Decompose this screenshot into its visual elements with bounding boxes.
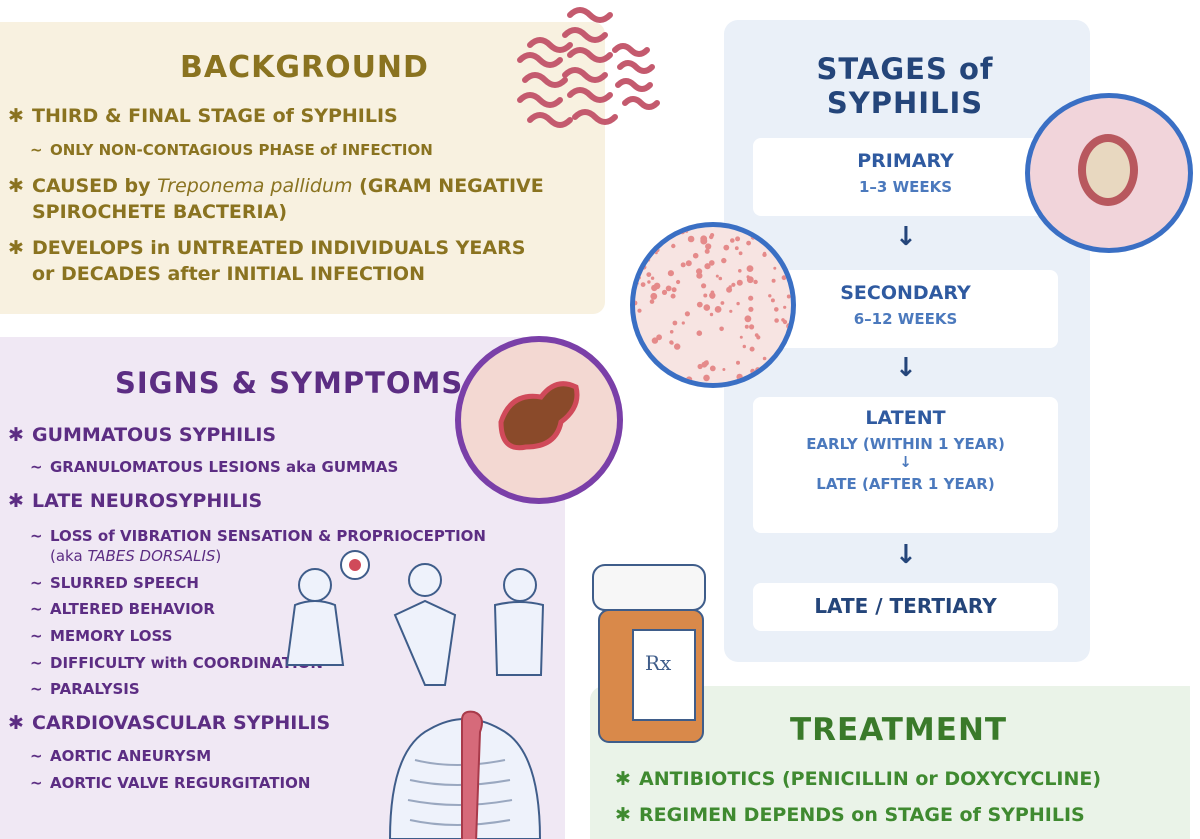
asterisk-icon: ✱ <box>615 768 631 790</box>
asterisk-icon: ✱ <box>8 424 24 446</box>
signs-group-2-sub-1: ~LOSS of VIBRATION SENSATION & PROPRIOCE… <box>30 527 486 545</box>
down-arrow-icon: ↓ <box>895 222 917 252</box>
signs-group-3-sub-2: ~AORTIC VALVE REGURGITATION <box>30 774 311 792</box>
chest-aorta-illustration <box>388 710 542 839</box>
signs-group-1-sub-1: ~GRANULOMATOUS LESIONS aka GUMMAS <box>30 458 399 476</box>
signs-group-2: ✱LATE NEUROSYPHILIS <box>8 490 263 512</box>
background-heading: BACKGROUND <box>180 50 429 85</box>
signs-group-3-sub-1: ~AORTIC ANEURYSM <box>30 747 212 765</box>
pill-bottle-illustration: Rx <box>592 564 706 743</box>
asterisk-icon: ✱ <box>8 712 24 734</box>
background-item-2: ✱CAUSED by Treponema pallidum (GRAM NEGA… <box>8 175 544 197</box>
spirochete-illustration <box>517 7 660 128</box>
down-arrow-icon: ↓ <box>895 540 917 570</box>
signs-heading: SIGNS & SYMPTOMS <box>115 366 464 400</box>
small-down-arrow-icon: ↓ <box>899 453 912 471</box>
background-subitem-1: ~ONLY NON-CONTAGIOUS PHASE of INFECTION <box>30 141 433 159</box>
asterisk-icon: ✱ <box>8 237 24 259</box>
rash-image <box>630 222 796 388</box>
background-item-3-cont: or DECADES after INITIAL INFECTION <box>32 263 425 285</box>
signs-group-2-sub-4: ~MEMORY LOSS <box>30 627 173 645</box>
asterisk-icon: ✱ <box>8 175 24 197</box>
background-panel <box>0 22 605 314</box>
signs-group-2-sub-2: ~SLURRED SPEECH <box>30 574 199 592</box>
signs-group-2-note: (aka TABES DORSALIS) <box>50 547 222 565</box>
asterisk-icon: ✱ <box>8 490 24 512</box>
stage-latent: LATENT EARLY (WITHIN 1 YEAR) ↓ LATE (AFT… <box>753 397 1058 533</box>
background-item-2-cont: SPIROCHETE BACTERIA) <box>32 201 287 223</box>
signs-group-2-sub-6: ~PARALYSIS <box>30 680 140 698</box>
neurosyphilis-figures-illustration <box>285 550 545 686</box>
chancre-image <box>1025 93 1193 253</box>
stage-tertiary: LATE / TERTIARY <box>753 583 1058 631</box>
signs-group-1: ✱GUMMATOUS SYPHILIS <box>8 424 277 446</box>
stage-secondary: SECONDARY 6–12 WEEKS <box>753 270 1058 348</box>
stage-primary: PRIMARY 1–3 WEEKS <box>753 138 1058 216</box>
down-arrow-icon: ↓ <box>895 353 917 383</box>
asterisk-icon: ✱ <box>8 105 24 127</box>
background-item-3: ✱DEVELOPS in UNTREATED INDIVIDUALS YEARS <box>8 237 526 259</box>
asterisk-icon: ✱ <box>615 804 631 826</box>
treatment-heading: TREATMENT <box>790 712 1008 748</box>
treatment-item-1: ✱ANTIBIOTICS (PENICILLIN or DOXYCYCLINE) <box>615 768 1102 790</box>
treatment-item-2: ✱REGIMEN DEPENDS on STAGE of SYPHILIS <box>615 804 1085 826</box>
signs-group-2-sub-3: ~ALTERED BEHAVIOR <box>30 600 215 618</box>
svg-text:Rx: Rx <box>645 651 672 675</box>
gumma-image <box>455 336 623 504</box>
signs-group-2-sub-5: ~DIFFICULTY with COORDINATION <box>30 654 323 672</box>
signs-group-3: ✱CARDIOVASCULAR SYPHILIS <box>8 712 331 734</box>
background-item-1: ✱THIRD & FINAL STAGE of SYPHILIS <box>8 105 398 127</box>
